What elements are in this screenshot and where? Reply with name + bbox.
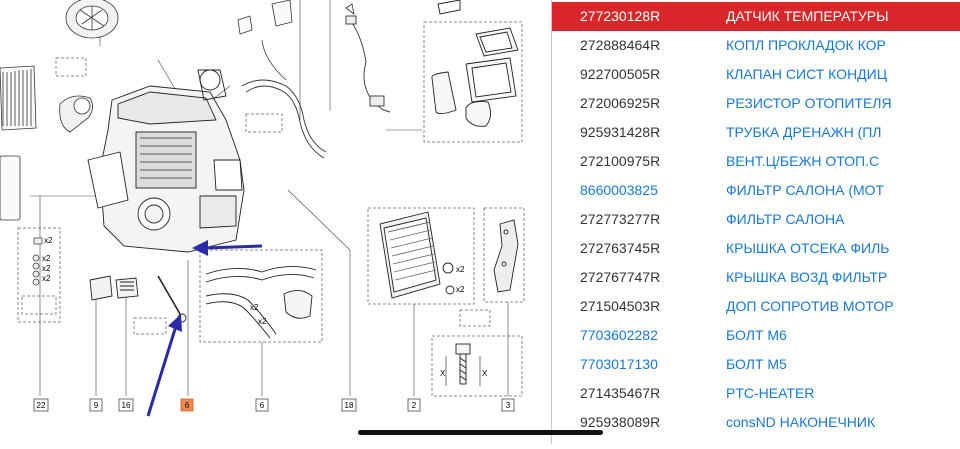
callout-6 (255, 398, 269, 412)
part-row[interactable]: 8660003825 ФИЛЬТР САЛОНА (МОТ (552, 176, 960, 205)
callout-6-selected-label: 6 (185, 401, 190, 410)
part-row-selected[interactable]: 277230128R ДАТЧИК ТЕМПЕРАТУРЫ (552, 2, 960, 31)
parts-list: 277230128R ДАТЧИК ТЕМПЕРАТУРЫ 272888464R КО… (552, 0, 960, 444)
pane-divider (551, 0, 552, 444)
part-row[interactable]: 7703602282 БОЛТ М6 (552, 321, 960, 350)
qty-label: x2 (456, 265, 465, 274)
part-number: 272773277R (580, 211, 661, 227)
qty-label: x2 (42, 264, 51, 273)
part-description-link[interactable]: ДОП СОПРОТИВ МОТОР (726, 298, 894, 314)
callout-2 (407, 398, 421, 412)
part-row[interactable]: 272763745R КРЫШКА ОТСЕКА ФИЛЬ (552, 234, 960, 263)
part-description-link[interactable]: КРЫШКА ВОЗД ФИЛЬТР (726, 269, 888, 285)
part-number: 272100975R (580, 153, 661, 169)
callout-9-label: 9 (94, 401, 99, 410)
ref-box-1 (55, 57, 87, 77)
diagram-canvas: 22 9 16 6 6 18 2 3 x2 x2 x2 x2 x2 x2 x2 … (0, 0, 525, 417)
callout-16-label: 16 (122, 401, 131, 410)
part-description-link[interactable]: ВЕНТ.Ц/БЕЖН ОТОП.С (726, 153, 880, 169)
part-description-link[interactable]: КРЫШКА ОТСЕКА ФИЛЬ (726, 240, 890, 256)
arrow-head (168, 314, 182, 332)
part-description-link[interactable]: PTC-HEATER (726, 385, 815, 401)
qty-label: x2 (42, 254, 51, 263)
part-number: 271504503R (580, 298, 661, 314)
ref-box-2 (245, 113, 283, 133)
callout-6-selected (180, 398, 194, 412)
part-number: 272006925R (580, 95, 661, 111)
part-number: 272767747R (580, 269, 661, 285)
callout-3-label: 3 (506, 401, 511, 410)
ref-box-4 (459, 309, 491, 327)
part-row[interactable]: 272100975R ВЕНТ.Ц/БЕЖН ОТОП.С (552, 147, 960, 176)
part-description-link[interactable]: consND НАКОНЕЧНИК (726, 414, 876, 430)
parts-exploded-diagram[interactable]: 22 9 16 6 6 18 2 3 x2 x2 x2 x2 x2 x2 x2 … (0, 0, 552, 444)
bracket-group-box (483, 207, 525, 303)
callout-18-label: 18 (345, 401, 354, 410)
qty-label: x2 (258, 317, 267, 326)
qty-label: x2 (250, 303, 259, 312)
arrow-head (192, 240, 208, 256)
part-description-link[interactable]: КЛАПАН СИСТ КОНДИЦ (726, 66, 888, 82)
ref-box-3 (133, 317, 167, 335)
part-description-link[interactable]: ТРУБКА ДРЕНАЖН (ПЛ (726, 124, 882, 140)
part-row[interactable]: 7703017130 БОЛТ М5 (552, 350, 960, 379)
axis-label: X (440, 369, 446, 378)
callout-22-label: 22 (37, 401, 46, 410)
home-indicator[interactable] (358, 430, 603, 435)
part-number: 922700505R (580, 66, 661, 82)
qty-label: x2 (42, 274, 51, 283)
part-description-link[interactable]: БОЛТ М6 (726, 327, 787, 343)
part-number[interactable]: 7703602282 (580, 327, 658, 343)
part-description-link[interactable]: БОЛТ М5 (726, 356, 787, 372)
callout-9 (89, 398, 103, 412)
part-row[interactable]: 272006925R РЕЗИСТОР ОТОПИТЕЛЯ (552, 89, 960, 118)
part-number[interactable]: 7703017130 (580, 356, 658, 372)
callout-2-label: 2 (412, 401, 417, 410)
part-row[interactable]: 922700505R КЛАПАН СИСТ КОНДИЦ (552, 60, 960, 89)
qty-label: x2 (456, 285, 465, 294)
part-row[interactable]: 271504503R ДОП СОПРОТИВ МОТОР (552, 292, 960, 321)
part-row[interactable]: 925938089R consND НАКОНЕЧНИК (552, 408, 960, 437)
hose-group-box (199, 249, 323, 343)
part-number[interactable]: 8660003825 (580, 182, 658, 198)
part-number: 272763745R (580, 240, 661, 256)
part-description-link[interactable]: ДАТЧИК ТЕМПЕРАТУРЫ (726, 8, 889, 24)
part-number: 272888464R (580, 37, 661, 53)
filter-group-box (423, 21, 523, 143)
part-row[interactable]: 271435467R PTC-HEATER (552, 379, 960, 408)
bolt-group-box (431, 335, 523, 397)
callout-16 (118, 398, 134, 412)
part-description-link[interactable]: РЕЗИСТОР ОТОПИТЕЛЯ (726, 95, 892, 111)
pointer-arrow-sensor (146, 325, 178, 417)
part-number: 277230128R (580, 8, 661, 24)
part-number: 925938089R (580, 414, 661, 430)
heater-core-group-box (367, 207, 475, 305)
callout-3 (501, 398, 515, 412)
pointer-arrow-housing (205, 244, 263, 250)
part-row[interactable]: 272888464R КОПЛ ПРОКЛАДОК КОР (552, 31, 960, 60)
axis-label: X (482, 369, 488, 378)
callout-6-label: 6 (260, 401, 265, 410)
part-row[interactable]: 925931428R ТРУБКА ДРЕНАЖН (ПЛ (552, 118, 960, 147)
part-description-link[interactable]: КОПЛ ПРОКЛАДОК КОР (726, 37, 886, 53)
annotation-arrows (146, 240, 263, 417)
part-description-link[interactable]: ФИЛЬТР САЛОНА (МОТ (726, 182, 885, 198)
ref-box-5 (21, 295, 57, 315)
part-description-link[interactable]: ФИЛЬТР САЛОНА (726, 211, 845, 227)
part-number: 925931428R (580, 124, 661, 140)
part-row[interactable]: 272767747R КРЫШКА ВОЗД ФИЛЬТР (552, 263, 960, 292)
part-row[interactable]: 272773277R ФИЛЬТР САЛОНА (552, 205, 960, 234)
callout-22 (33, 398, 49, 412)
fastener-group-box (17, 227, 61, 323)
callout-18 (341, 398, 357, 412)
part-number: 271435467R (580, 385, 661, 401)
qty-label: x2 (44, 236, 53, 245)
